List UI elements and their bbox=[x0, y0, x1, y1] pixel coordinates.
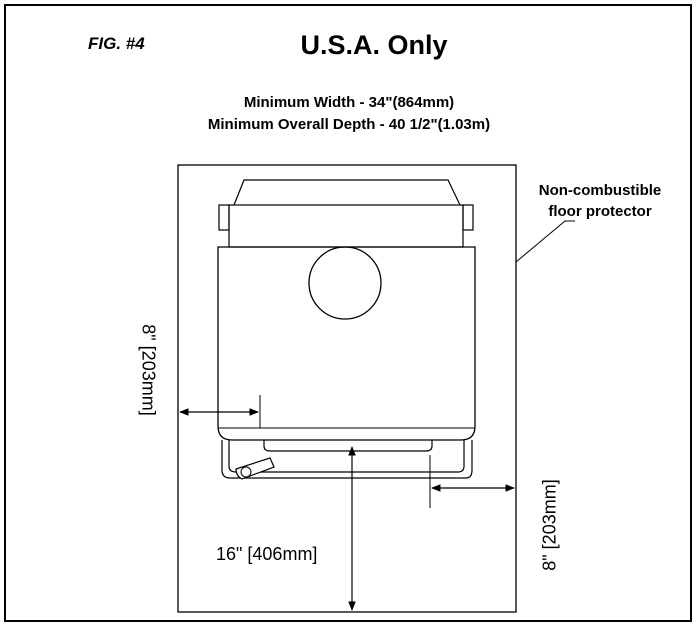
minimum-width-label: Minimum Width - 34"(864mm) bbox=[243, 94, 455, 111]
callout-line-2: floor protector bbox=[548, 203, 652, 220]
front-clearance-label: 16" [406mm] bbox=[216, 544, 318, 564]
dimension-extension-lines bbox=[259, 395, 431, 508]
figure-frame bbox=[4, 4, 692, 622]
stove-door-frame bbox=[221, 440, 473, 479]
floor-protector-outline bbox=[177, 164, 517, 613]
callout-line-1: Non-combustible bbox=[538, 182, 662, 199]
figure-number: FIG. #4 bbox=[88, 34, 145, 53]
minimum-depth-label: Minimum Overall Depth - 40 1/2"(1.03m) bbox=[207, 116, 491, 133]
flue-collar-circle bbox=[308, 246, 382, 320]
stove-rear-box bbox=[218, 179, 474, 248]
floor-protector-callout: Non-combustible floor protector bbox=[508, 180, 692, 222]
stove-body bbox=[217, 246, 476, 441]
rear-clearance-label: 8" [203mm] bbox=[539, 479, 560, 571]
callout-leader-line bbox=[515, 220, 575, 263]
side-clearance-label: 8" [203mm] bbox=[138, 324, 159, 416]
door-handle bbox=[235, 457, 275, 480]
figure-title: U.S.A. Only bbox=[300, 30, 448, 60]
